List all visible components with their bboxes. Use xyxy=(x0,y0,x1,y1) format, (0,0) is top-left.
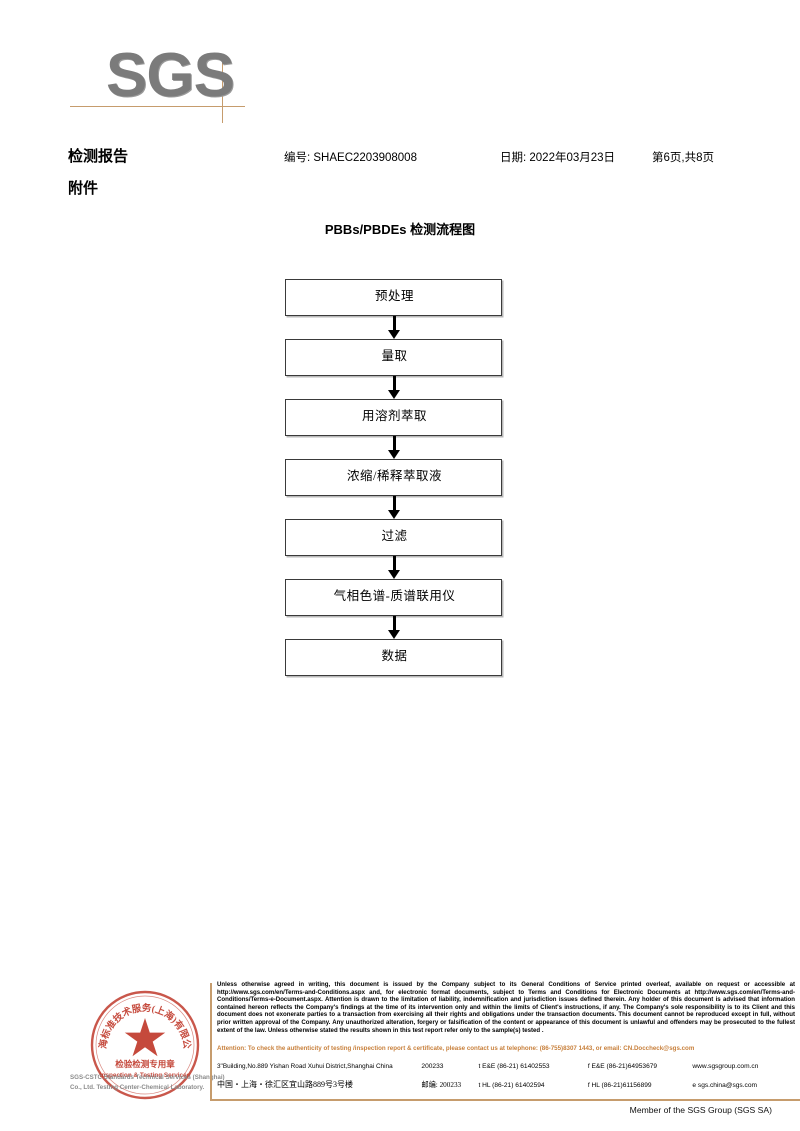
arrow-head-icon xyxy=(388,450,400,459)
flow-step-label: 数据 xyxy=(381,649,408,663)
email-address: e sgs.china@sgs.com xyxy=(692,1082,758,1089)
arrow-head-icon xyxy=(388,330,400,339)
arrow-head-icon xyxy=(388,510,400,519)
fax-hl: f HL (86-21)61156899 xyxy=(587,1082,652,1089)
laboratory-name-overlay: SGS-CSTC Standards Technical Services (S… xyxy=(70,1074,225,1091)
report-date: 日期: 2022年03月23日 xyxy=(500,152,616,164)
arrow-shaft xyxy=(393,376,396,392)
flow-step-concentrate-dilute: 浓缩/稀释萃取液 xyxy=(285,459,502,496)
sgs-logo: SGS xyxy=(70,40,250,125)
fax-ee: f E&E (86-21)64953679 xyxy=(587,1063,658,1070)
flow-step-measure: 量取 xyxy=(285,339,502,376)
flow-arrow-1 xyxy=(285,316,502,339)
seal-icon: 上海标准技术服务(上海)有限公司 检验检测专用章 Inspection & Te… xyxy=(88,988,200,1100)
flowchart: 预处理 量取 用溶剂萃取 浓缩/稀释萃取液 过滤 气相色谱-质谱联用仪 数据 xyxy=(285,279,502,676)
flow-step-solvent-extraction: 用溶剂萃取 xyxy=(285,399,502,436)
flow-step-label: 量取 xyxy=(381,349,408,363)
logo-horizontal-rule xyxy=(70,106,245,107)
telephone-hl: t HL (86-21) 61402594 xyxy=(478,1082,545,1089)
arrow-head-icon xyxy=(388,630,400,639)
address-zip-cn: 邮编: 200233 xyxy=(421,1081,462,1089)
attention-notice: Attention: To check the authenticity of … xyxy=(217,1045,695,1052)
arrow-shaft xyxy=(393,496,396,512)
flow-step-label: 浓缩/稀释萃取液 xyxy=(347,469,442,483)
arrow-shaft xyxy=(393,316,396,332)
attachment-label: 附件 xyxy=(68,181,99,197)
flow-step-label: 过滤 xyxy=(381,529,408,543)
flow-step-pretreatment: 预处理 xyxy=(285,279,502,316)
flowchart-title: PBBs/PBDEs 检测流程图 xyxy=(324,222,476,237)
flow-arrow-3 xyxy=(285,436,502,459)
arrow-shaft xyxy=(393,556,396,572)
address-zip-en: 200233 xyxy=(421,1063,444,1070)
flow-step-gcms: 气相色谱-质谱联用仪 xyxy=(285,579,502,616)
flow-arrow-4 xyxy=(285,496,502,519)
address-row-cn: 中国・上海・徐汇区宜山路889号3号楼 邮编: 200233 t HL (86-… xyxy=(217,1079,797,1095)
document-header: 检测报告 附件 编号: SHAEC2203908008 日期: 2022年03月… xyxy=(0,142,800,202)
flow-step-label: 预处理 xyxy=(374,289,414,303)
flow-arrow-2 xyxy=(285,376,502,399)
svg-text:检验检测专用章: 检验检测专用章 xyxy=(115,1059,175,1069)
footer-vertical-divider xyxy=(210,983,212,1100)
arrow-shaft xyxy=(393,616,396,632)
address-street-cn: 中国・上海・徐汇区宜山路889号3号楼 xyxy=(217,1080,353,1089)
flow-step-data: 数据 xyxy=(285,639,502,676)
flow-arrow-5 xyxy=(285,556,502,579)
telephone-ee: t E&E (86-21) 61402553 xyxy=(478,1063,550,1070)
address-street-en: 3"Building,No.889 Yishan Road Xuhui Dist… xyxy=(217,1063,393,1070)
logo-wordmark: SGS xyxy=(106,41,235,110)
document-footer: Unless otherwise agreed in writing, this… xyxy=(0,975,800,1131)
sgs-group-member-line: Member of the SGS Group (SGS SA) xyxy=(629,1105,772,1115)
address-row-en: 3"Building,No.889 Yishan Road Xuhui Dist… xyxy=(217,1063,797,1079)
footer-horizontal-rule xyxy=(210,1099,800,1101)
page-indicator: 第6页,共8页 xyxy=(652,152,714,164)
company-seal-stamp: 上海标准技术服务(上海)有限公司 检验检测专用章 Inspection & Te… xyxy=(88,988,202,1102)
logo-vertical-rule xyxy=(222,61,223,123)
arrow-head-icon xyxy=(388,570,400,579)
legal-disclaimer-text: Unless otherwise agreed in writing, this… xyxy=(217,981,795,1034)
address-block: 3"Building,No.889 Yishan Road Xuhui Dist… xyxy=(217,1063,797,1095)
page-title: 检测报告 xyxy=(68,149,129,165)
flow-arrow-6 xyxy=(285,616,502,639)
flow-step-filtration: 过滤 xyxy=(285,519,502,556)
flow-step-label: 用溶剂萃取 xyxy=(361,409,427,423)
arrow-shaft xyxy=(393,436,396,452)
report-number: 编号: SHAEC2203908008 xyxy=(284,152,417,164)
arrow-head-icon xyxy=(388,390,400,399)
svg-text:Inspection & Testing Services: Inspection & Testing Services xyxy=(100,1072,191,1079)
website-url: www.sgsgroup.com.cn xyxy=(692,1063,759,1070)
flow-step-label: 气相色谱-质谱联用仪 xyxy=(333,589,456,603)
